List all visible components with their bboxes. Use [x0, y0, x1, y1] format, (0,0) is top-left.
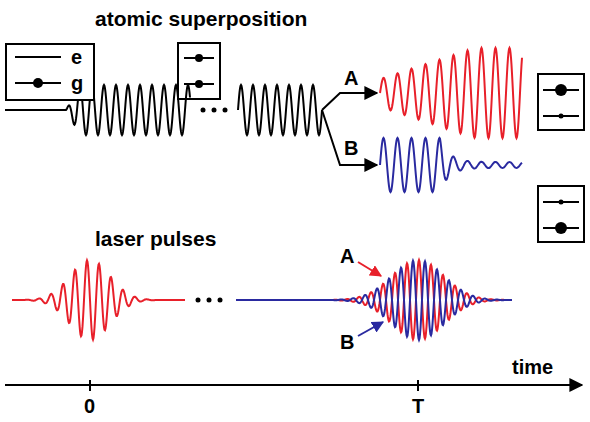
branch-arrow: [322, 93, 377, 110]
ellipsis-dots: [201, 108, 228, 113]
level-label: g: [71, 73, 83, 93]
level-box: [538, 186, 584, 242]
coherence-wave: [238, 85, 322, 135]
laser-pulse: [236, 261, 512, 340]
laser-pulse: [12, 260, 185, 339]
axis-tick: [89, 380, 91, 391]
branch-arrow: [322, 110, 377, 165]
pointer-arrow: [358, 322, 383, 336]
laser-pulse: [236, 260, 512, 339]
ellipsis-dots: [196, 298, 223, 303]
level-box: [178, 43, 220, 99]
section-heading: laser pulses: [95, 228, 216, 249]
level-box: eg: [5, 43, 95, 101]
level-label: e: [71, 47, 82, 67]
section-heading: atomic superposition: [95, 8, 307, 29]
pulse-label: A: [340, 246, 354, 266]
level-box: [538, 74, 584, 130]
excited-wave: [380, 48, 522, 138]
branch-label: A: [344, 68, 358, 88]
axis-label: time: [512, 357, 553, 377]
axis-tick-label: 0: [84, 396, 95, 416]
branch-label: B: [344, 138, 358, 158]
time-axis: [5, 384, 582, 386]
axis-tick: [417, 380, 419, 391]
axis-tick-label: T: [412, 396, 424, 416]
level-lines: [7, 45, 97, 103]
pulse-label: B: [340, 332, 354, 352]
pointer-arrow: [358, 262, 381, 276]
ground-wave: [380, 138, 522, 192]
